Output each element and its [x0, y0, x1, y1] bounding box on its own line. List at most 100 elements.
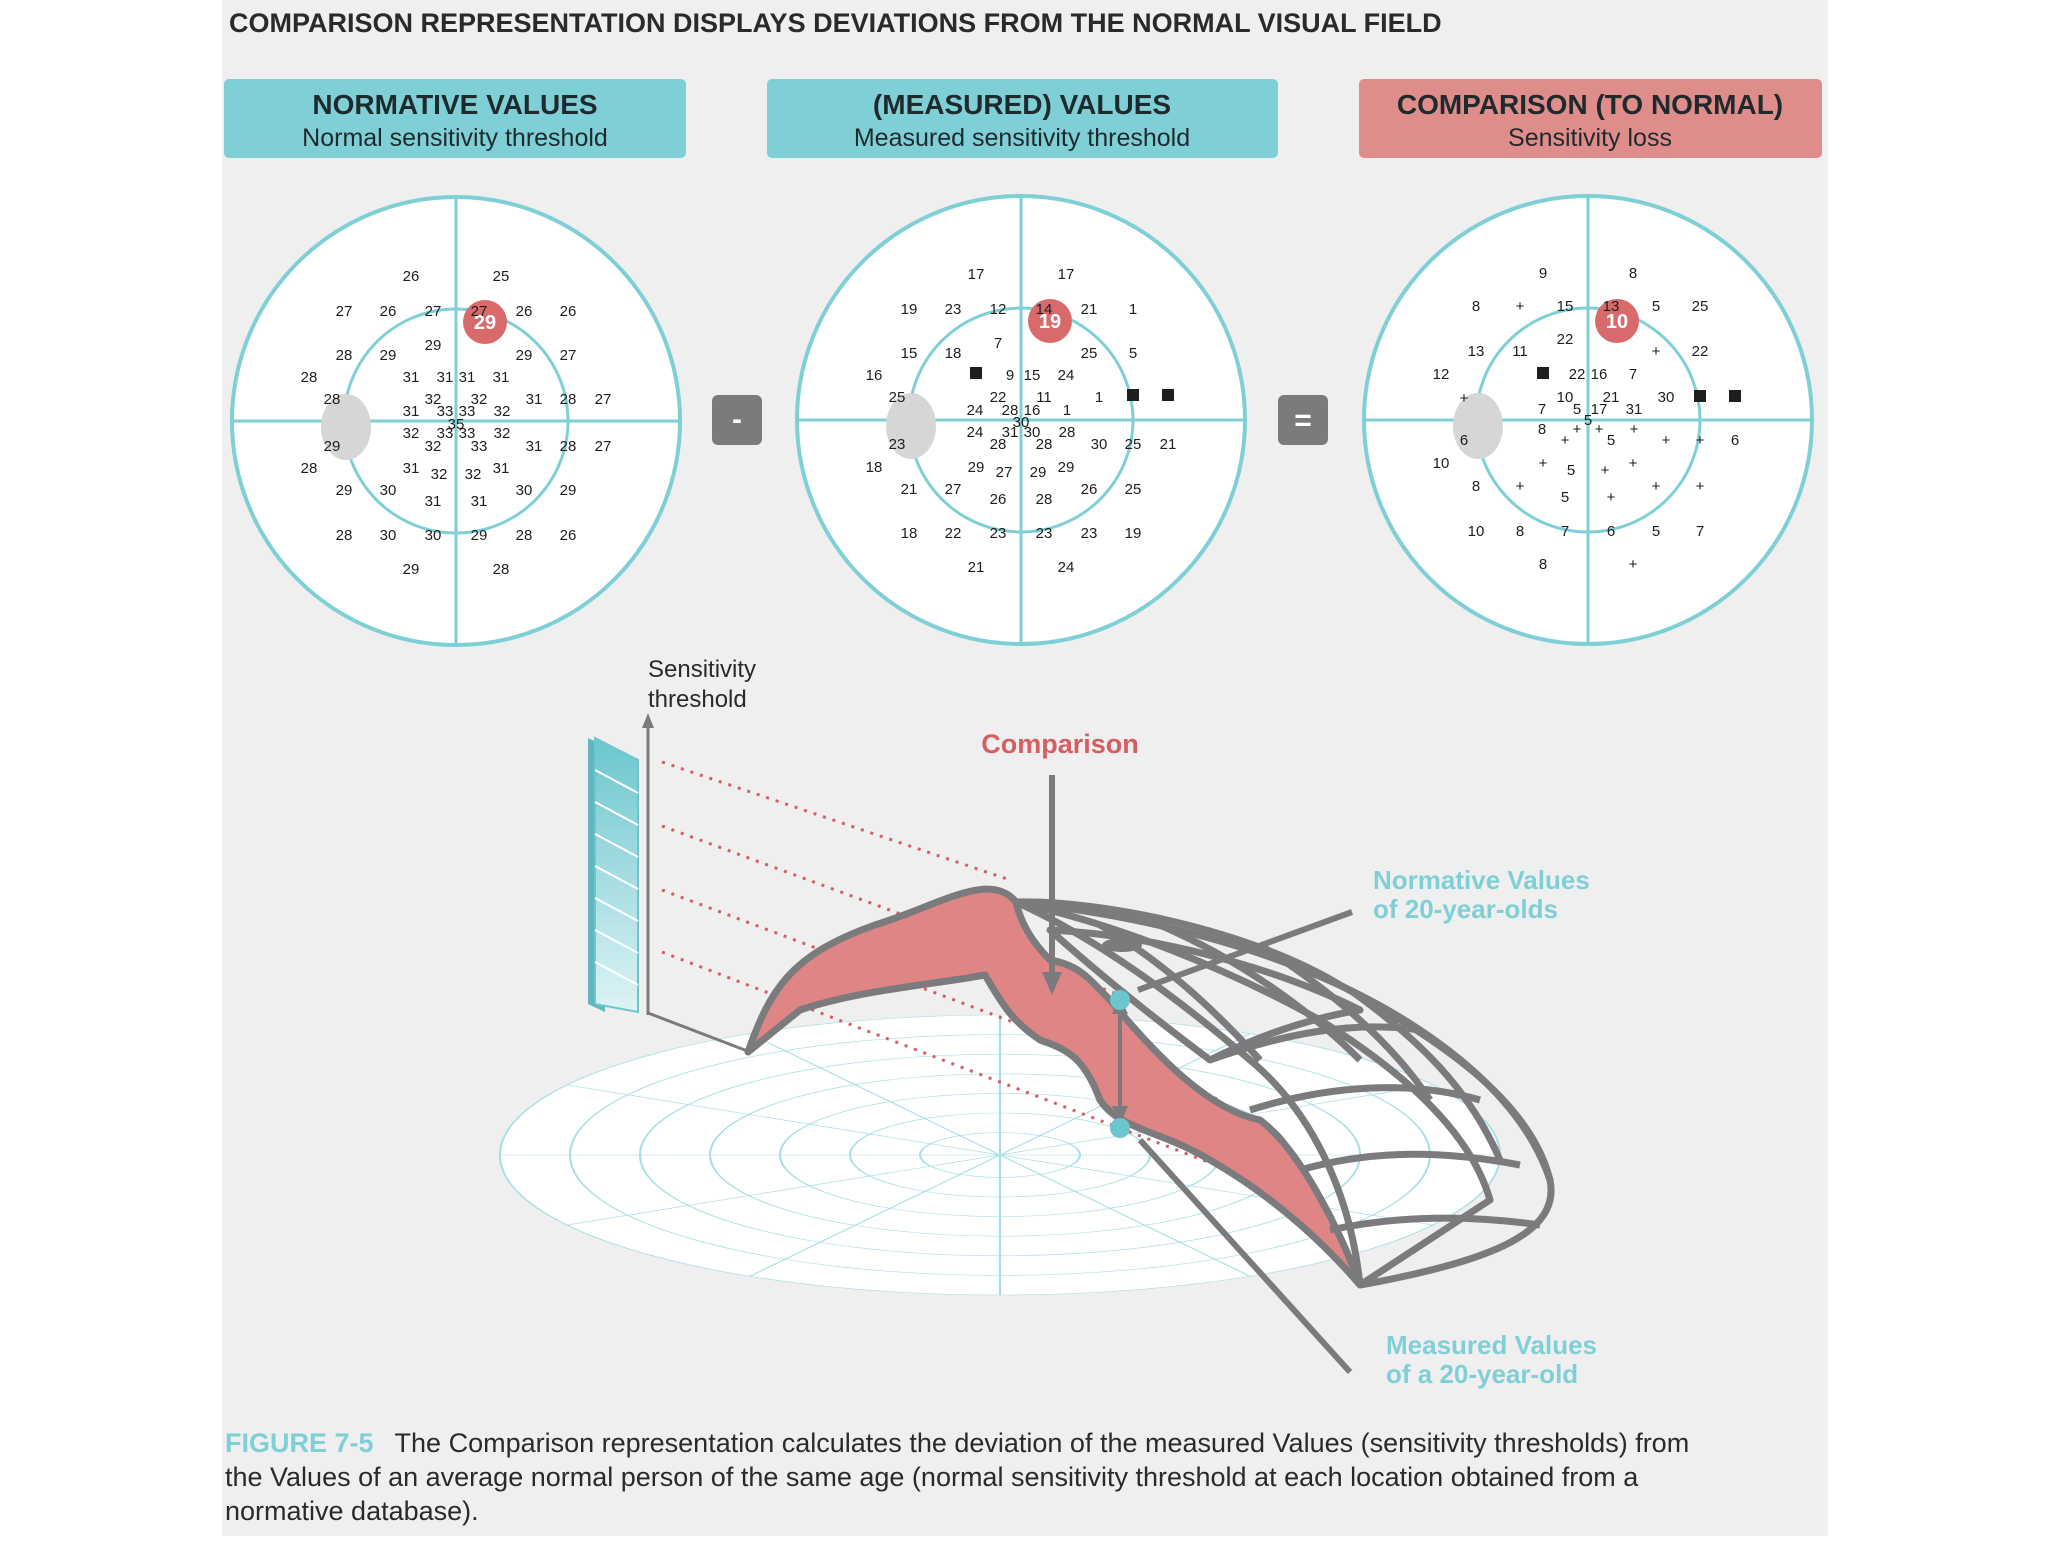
threshold-value: 33 — [459, 425, 476, 442]
threshold-value: 8 — [1472, 298, 1480, 315]
threshold-value: 26 — [380, 303, 397, 320]
threshold-value: 31 — [425, 493, 442, 510]
threshold-value: 32 — [403, 425, 420, 442]
header-normative-subtitle: Normal sensitivity threshold — [302, 124, 608, 152]
threshold-value: 30 — [1658, 389, 1675, 406]
threshold-value: 22 — [1692, 343, 1709, 360]
hill-of-vision-diagram: Sensitivity threshold — [498, 656, 1597, 1389]
minus-sign: - — [732, 403, 742, 436]
threshold-value: 22 — [1569, 366, 1586, 383]
threshold-value: 23 — [1081, 525, 1098, 542]
absolute-defect-marker — [1127, 389, 1139, 401]
threshold-value: 26 — [560, 303, 577, 320]
threshold-value: 31 — [403, 460, 420, 477]
threshold-value: 31 — [526, 391, 543, 408]
highlighted-value: 19 — [1039, 311, 1061, 333]
threshold-value: 29 — [516, 347, 533, 364]
threshold-value: + — [1652, 343, 1661, 360]
threshold-value: 32 — [471, 391, 488, 408]
threshold-value: 29 — [1030, 464, 1047, 481]
threshold-value: 29 — [336, 482, 353, 499]
threshold-value: 32 — [425, 438, 442, 455]
highlighted-point-marker — [463, 300, 507, 344]
threshold-value: 8 — [1472, 478, 1480, 495]
threshold-value: 26 — [990, 491, 1007, 508]
threshold-value: 30 — [425, 527, 442, 544]
threshold-value: + — [1516, 478, 1525, 495]
threshold-value: 22 — [1557, 331, 1574, 348]
absolute-defect-marker — [1729, 390, 1741, 402]
threshold-value: 31 — [459, 369, 476, 386]
threshold-value: 29 — [471, 527, 488, 544]
threshold-value: 25 — [889, 389, 906, 406]
threshold-value: 5 — [1652, 523, 1660, 540]
threshold-value: 28 — [1002, 402, 1019, 419]
blind-spot — [886, 393, 936, 459]
threshold-value: + — [1607, 489, 1616, 506]
threshold-value: 31 — [493, 460, 510, 477]
threshold-value: 13 — [1468, 343, 1485, 360]
threshold-value: 27 — [945, 481, 962, 498]
normative-label-line1: Normative Values — [1373, 865, 1590, 895]
threshold-value: 22 — [990, 389, 1007, 406]
threshold-value: 5 — [1607, 432, 1615, 449]
threshold-value: 21 — [1160, 436, 1177, 453]
threshold-value: 27 — [595, 438, 612, 455]
threshold-value: 16 — [1024, 402, 1041, 419]
figure-number: FIGURE 7-5 — [225, 1428, 374, 1458]
threshold-value: 21 — [968, 559, 985, 576]
threshold-value: 11 — [1512, 343, 1528, 360]
threshold-value: + — [1601, 462, 1610, 479]
threshold-value: 26 — [1081, 481, 1098, 498]
threshold-value: 6 — [1607, 523, 1615, 540]
threshold-value: 31 — [403, 403, 420, 420]
threshold-value: 18 — [901, 525, 918, 542]
sensitivity-scale-bar — [588, 736, 639, 1014]
threshold-value: 6 — [1460, 432, 1468, 449]
threshold-value: 30 — [1091, 436, 1108, 453]
threshold-value: 1 — [1095, 389, 1103, 406]
threshold-value: 7 — [1629, 366, 1637, 383]
blind-spot — [1453, 393, 1503, 459]
absolute-defect-marker — [1162, 389, 1174, 401]
threshold-value: + — [1516, 298, 1525, 315]
threshold-value: 33 — [471, 438, 488, 455]
threshold-value: 7 — [994, 335, 1002, 352]
threshold-value: 28 — [1036, 436, 1053, 453]
threshold-value: + — [1652, 478, 1661, 495]
normative-label-line2: of 20-year-olds — [1373, 894, 1558, 924]
threshold-value: 24 — [967, 424, 984, 441]
threshold-value: 28 — [1036, 491, 1053, 508]
threshold-value: 25 — [1125, 481, 1142, 498]
threshold-value: 10 — [1433, 455, 1450, 472]
threshold-value: 25 — [1692, 298, 1709, 315]
threshold-value: 26 — [516, 303, 533, 320]
threshold-value: 21 — [1081, 301, 1098, 318]
threshold-value: 28 — [493, 561, 510, 578]
threshold-value: 27 — [595, 391, 612, 408]
threshold-value: 29 — [1058, 459, 1075, 476]
threshold-value: 10 — [1468, 523, 1485, 540]
threshold-value: 32 — [425, 391, 442, 408]
threshold-value: 7 — [1538, 401, 1546, 418]
absolute-defect-marker — [1537, 367, 1549, 379]
threshold-value: + — [1630, 421, 1639, 438]
threshold-value: 23 — [945, 301, 962, 318]
threshold-value: + — [1539, 455, 1548, 472]
threshold-value: 19 — [1125, 525, 1142, 542]
threshold-value: 31 — [403, 369, 420, 386]
threshold-value: 33 — [437, 425, 454, 442]
threshold-value: 23 — [1036, 525, 1053, 542]
threshold-value: 17 — [968, 266, 985, 283]
measured-label-line2: of a 20-year-old — [1386, 1359, 1578, 1389]
threshold-value: 10 — [1557, 389, 1574, 406]
threshold-value: + — [1460, 390, 1469, 407]
threshold-value: 28 — [301, 369, 318, 386]
threshold-value: 5 — [1573, 401, 1581, 418]
highlighted-point-marker — [1595, 299, 1639, 343]
threshold-value: 28 — [560, 438, 577, 455]
threshold-value: + — [1629, 455, 1638, 472]
